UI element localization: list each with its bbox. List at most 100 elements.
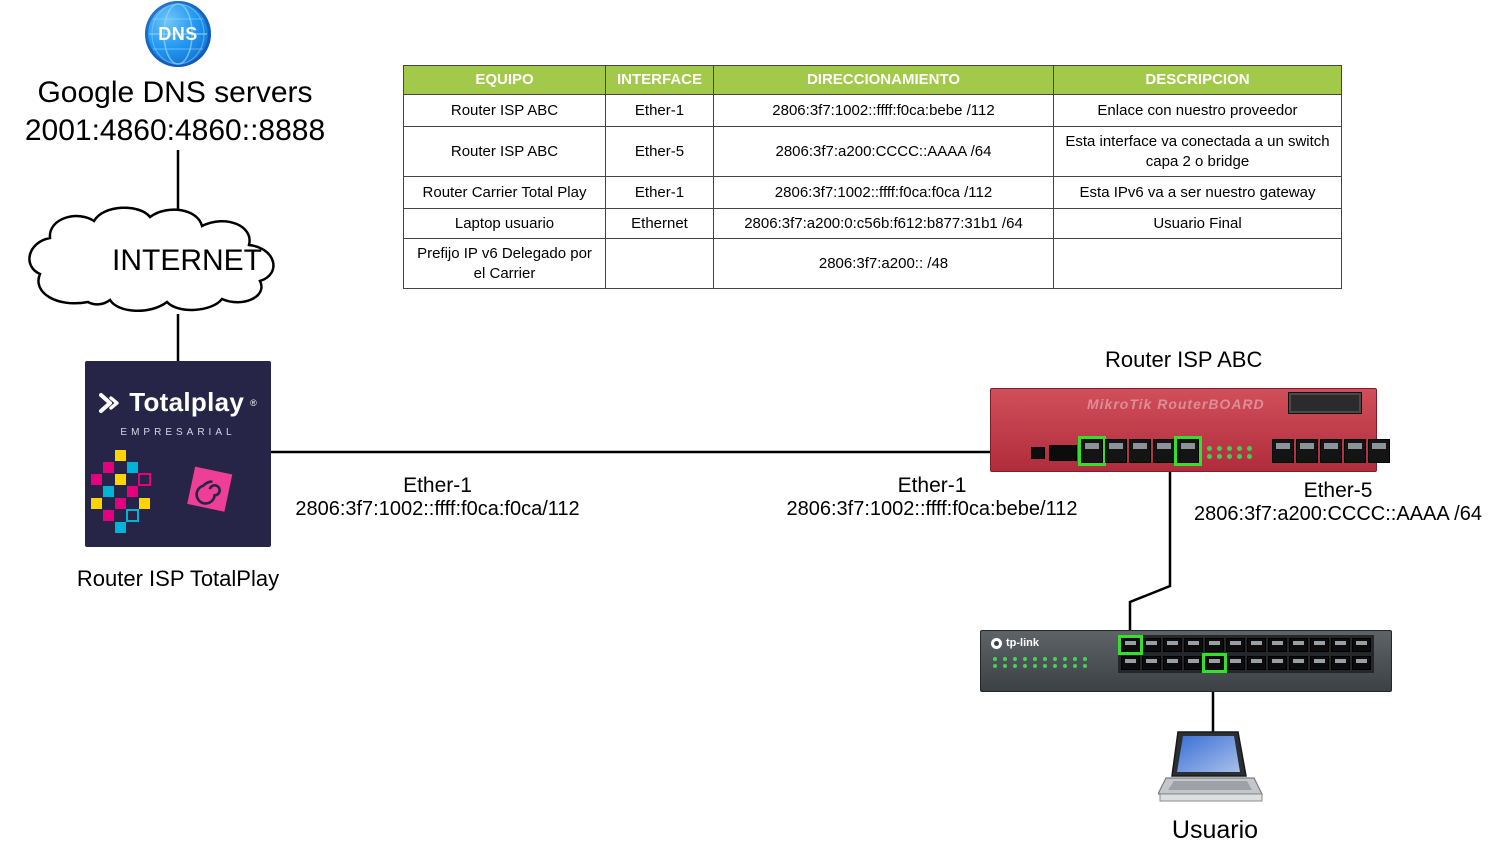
switch-led-grid bbox=[993, 657, 1090, 668]
switch-port bbox=[1163, 638, 1182, 652]
cell-interface: Ethernet bbox=[605, 208, 714, 239]
registered-mark: ® bbox=[250, 397, 257, 408]
totalplay-cubes-art bbox=[91, 446, 263, 543]
router-isp-abc-device: MikroTik RouterBOARD bbox=[990, 388, 1390, 472]
switch-port bbox=[1331, 656, 1350, 670]
table-row: Router Carrier Total Play Ether-1 2806:3… bbox=[403, 176, 1342, 209]
router-port-group2 bbox=[1272, 439, 1390, 463]
cell-direccionamiento: 2806:3f7:a200:CCCC::AAAA /64 bbox=[713, 126, 1054, 177]
router-port-eth5-connected bbox=[1177, 439, 1199, 463]
google-dns-address: 2001:4860:4860::8888 bbox=[24, 114, 326, 147]
tplink-logo: tp-link bbox=[991, 637, 1039, 649]
ipv6-address: 2806:3f7:1002::ffff:f0ca:f0ca/112 bbox=[295, 498, 580, 520]
switch-port bbox=[1289, 656, 1308, 670]
link-label-abc-side: Ether-1 2806:3f7:1002::ffff:f0ca:bebe/11… bbox=[772, 474, 1092, 521]
switch-port-connected-bottom bbox=[1205, 656, 1224, 670]
header-descripcion: DESCRIPCION bbox=[1053, 65, 1342, 95]
switch-port bbox=[1331, 638, 1350, 652]
internet-label: INTERNET bbox=[112, 244, 262, 277]
switch-port bbox=[1184, 638, 1203, 652]
switch-port bbox=[1310, 638, 1329, 652]
router-port-eth4 bbox=[1153, 439, 1175, 463]
switch-port bbox=[1142, 656, 1161, 670]
router-port-eth9 bbox=[1344, 439, 1366, 463]
header-equipo: EQUIPO bbox=[403, 65, 606, 95]
cell-direccionamiento: 2806:3f7:1002::ffff:f0ca:f0ca /112 bbox=[713, 176, 1054, 209]
router-port-eth3 bbox=[1129, 439, 1151, 463]
cell-direccionamiento: 2806:3f7:a200:0:c56b:f612:b877:31b1 /64 bbox=[713, 208, 1054, 239]
dns-globe-icon: DNS bbox=[145, 1, 211, 67]
cell-equipo: Prefijo IP v6 Delegado por el Carrier bbox=[403, 238, 606, 289]
switch-port bbox=[1310, 656, 1329, 670]
ipv6-address: 2806:3f7:1002::ffff:f0ca:bebe/112 bbox=[786, 498, 1078, 520]
link-label-totalplay-side: Ether-1 2806:3f7:1002::ffff:f0ca:f0ca/11… bbox=[280, 474, 595, 521]
switch-port bbox=[1268, 656, 1287, 670]
router-port-eth10 bbox=[1368, 439, 1390, 463]
switch-port bbox=[1352, 638, 1371, 652]
switch-port bbox=[1247, 638, 1266, 652]
router-lcd-screen bbox=[1288, 392, 1362, 414]
cell-equipo: Router Carrier Total Play bbox=[403, 176, 606, 209]
switch-port-grid bbox=[1118, 635, 1374, 673]
switch-port bbox=[1205, 638, 1224, 652]
table-header-row: EQUIPO INTERFACE DIRECCIONAMIENTO DESCRI… bbox=[403, 65, 1342, 95]
cell-descripcion: Usuario Final bbox=[1053, 208, 1342, 239]
switch-port bbox=[1352, 656, 1371, 670]
totalplay-brand-text: Totalplay bbox=[129, 387, 245, 417]
cell-direccionamiento: 2806:3f7:a200:: /48 bbox=[713, 238, 1054, 289]
router-port-row bbox=[1031, 439, 1390, 463]
router-brand-text: MikroTik RouterBOARD bbox=[1087, 396, 1265, 412]
link-routerabc-switch bbox=[1128, 455, 1172, 650]
interface-name: Ether-5 bbox=[1303, 479, 1373, 502]
switch-port bbox=[1121, 656, 1140, 670]
totalplay-logo: Totalplay ® bbox=[85, 387, 271, 418]
router-port-eth8 bbox=[1320, 439, 1342, 463]
usb-port-icon bbox=[1031, 447, 1045, 459]
sfp-port-icon bbox=[1049, 445, 1077, 461]
tplink-switch-device: tp-link bbox=[980, 630, 1392, 692]
internet-cloud: INTERNET bbox=[22, 204, 352, 319]
interface-name: Ether-1 bbox=[403, 474, 472, 497]
router-led-grid bbox=[1207, 446, 1254, 459]
cell-interface bbox=[605, 238, 714, 289]
totalplay-caption: Router ISP TotalPlay bbox=[76, 566, 280, 591]
router-port-eth2 bbox=[1105, 439, 1127, 463]
table-row: Router ISP ABC Ether-1 2806:3f7:1002::ff… bbox=[403, 94, 1342, 127]
cell-equipo: Laptop usuario bbox=[403, 208, 606, 239]
cell-descripcion: Esta interface va conectada a un switch … bbox=[1053, 126, 1342, 177]
user-laptop-icon bbox=[1157, 728, 1268, 812]
switch-port bbox=[1247, 656, 1266, 670]
router-port-eth1-connected bbox=[1081, 439, 1103, 463]
switch-port bbox=[1289, 638, 1308, 652]
cell-direccionamiento: 2806:3f7:1002::ffff:f0ca:bebe /112 bbox=[713, 94, 1054, 127]
router-port-eth6 bbox=[1272, 439, 1294, 463]
link-label-ether5: Ether-5 2806:3f7:a200:CCCC::AAAA /64 bbox=[1182, 479, 1494, 526]
switch-port bbox=[1142, 638, 1161, 652]
table-row: Laptop usuario Ethernet 2806:3f7:a200:0:… bbox=[403, 208, 1342, 239]
interface-name: Ether-1 bbox=[897, 474, 967, 497]
addressing-table: EQUIPO INTERFACE DIRECCIONAMIENTO DESCRI… bbox=[403, 65, 1342, 289]
tplink-logo-icon bbox=[991, 637, 1002, 649]
tplink-brand-text: tp-link bbox=[1006, 637, 1039, 649]
table-row: Prefijo IP v6 Delegado por el Carrier 28… bbox=[403, 238, 1342, 289]
switch-port bbox=[1226, 638, 1245, 652]
ipv6-address: 2806:3f7:a200:CCCC::AAAA /64 bbox=[1194, 503, 1482, 525]
cloud-shape-icon bbox=[28, 206, 275, 313]
router-port-eth7 bbox=[1296, 439, 1318, 463]
switch-port-connected-top bbox=[1121, 638, 1140, 652]
totalplay-subtitle: EMPRESARIAL bbox=[120, 427, 236, 438]
cell-equipo: Router ISP ABC bbox=[403, 126, 606, 177]
totalplay-chevrons-icon bbox=[99, 392, 119, 413]
switch-port bbox=[1268, 638, 1287, 652]
dns-icon-label: DNS bbox=[158, 23, 198, 44]
totalplay-router-device: Totalplay ® EMPRESARIAL bbox=[85, 361, 271, 547]
cell-interface: Ether-1 bbox=[605, 176, 714, 209]
cell-descripcion bbox=[1053, 238, 1342, 289]
cell-descripcion: Enlace con nuestro proveedor bbox=[1053, 94, 1342, 127]
google-dns-block: Google DNS servers 2001:4860:4860::8888 bbox=[0, 74, 350, 150]
header-direccionamiento: DIRECCIONAMIENTO bbox=[713, 65, 1054, 95]
google-dns-title: Google DNS servers bbox=[37, 76, 313, 109]
header-interface: INTERFACE bbox=[605, 65, 714, 95]
router-abc-caption: Router ISP ABC bbox=[1105, 347, 1263, 372]
